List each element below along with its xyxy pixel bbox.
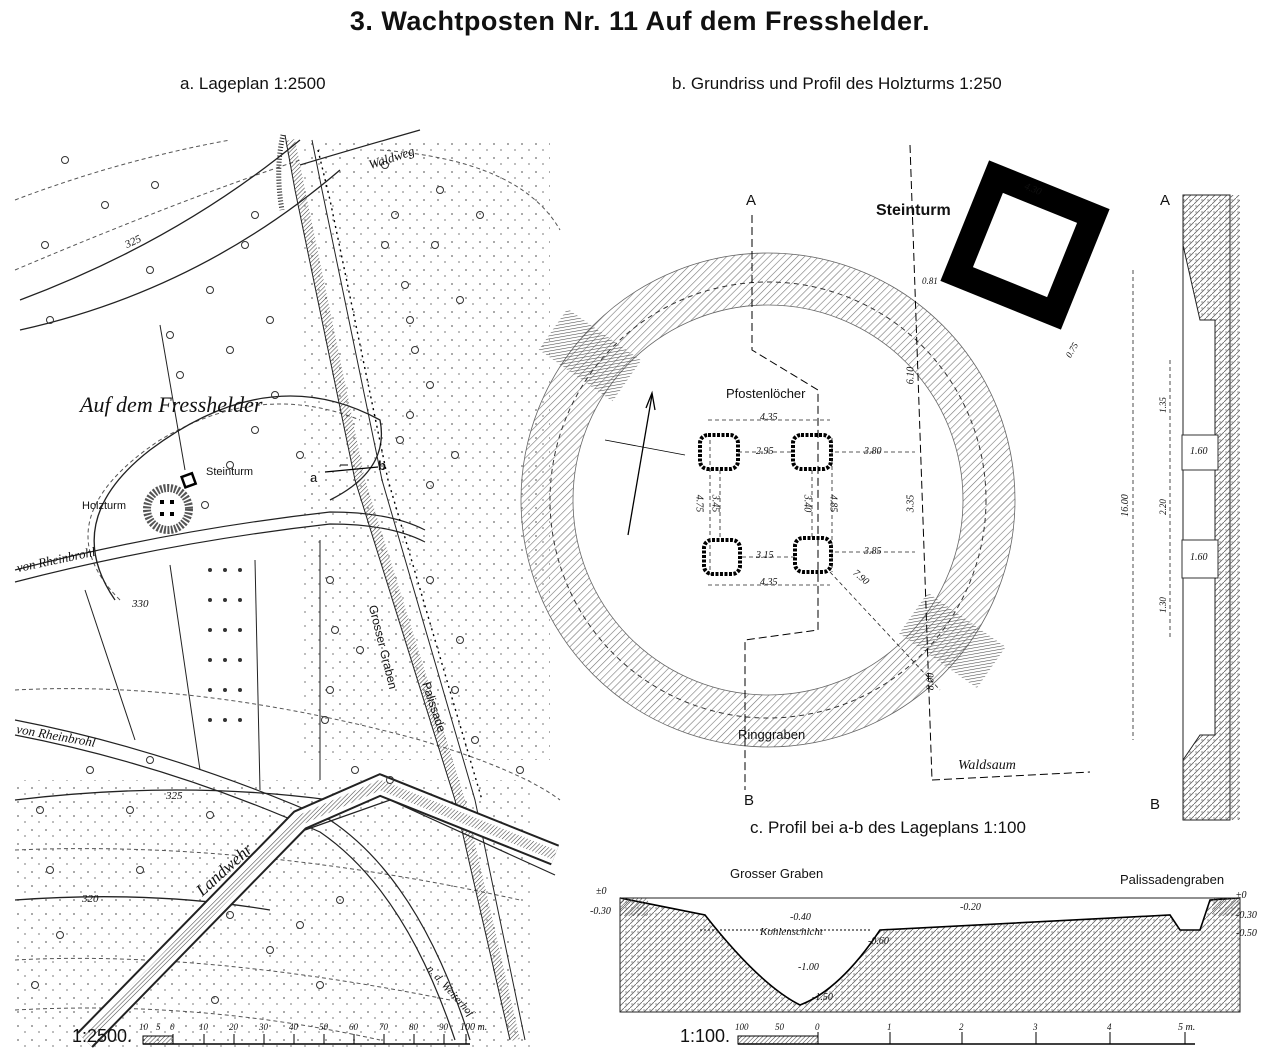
steinturm-plan-label: Steinturm [876,202,951,219]
profile-hole-1: 1.60 [1190,446,1208,457]
profile-scale-label: 1:100. [680,1026,731,1046]
waldsaum-label: Waldsaum [958,758,1016,773]
tree-symbols [31,156,524,1004]
map-scale-tick-3: 10 [199,1022,208,1032]
forest-area [300,140,550,760]
dim-r-bot: 3.85 [864,546,882,557]
steinturm-symbol [179,471,198,489]
dim-stone-wall-a: 0.81 [922,276,938,286]
dim-top: 4.35 [760,412,778,423]
depth-2: -0.60 [868,936,889,947]
profile-scale-tick-5: 3 [1033,1022,1038,1032]
ditch-profile [619,897,1241,1013]
profile-B: B [1150,796,1161,813]
map-scale-tick-12: 100 m. [460,1022,488,1033]
profile-scale-tick-4: 2 [959,1022,964,1032]
map-scale-tick-11: 90 [439,1022,448,1032]
map-scale-tick-1: 5 [156,1022,161,1032]
north-arrow [604,390,686,536]
depth-3: -1.00 [798,962,819,973]
pfostenloecher-label: Pfostenlöcher [726,386,806,401]
contour-label-2: 330 [132,598,149,610]
kohlenschicht-label: Kohlenschicht [760,926,823,938]
dimension-lines [708,419,941,691]
depth-0: -0.40 [790,912,811,923]
profile-scale-tick-3: 1 [887,1022,892,1032]
section-line-A-B [744,144,1091,790]
plate-title: 3. Wachtposten Nr. 11 Auf dem Fresshelde… [349,6,931,36]
dim-v-8: 8.00 [925,672,937,691]
dim-v-3: 3.35 [905,494,917,513]
profile-A: A [1160,192,1171,209]
map-scale-tick-10: 80 [409,1022,418,1032]
dim-h-bot: 3.15 [756,550,774,561]
profile-scale-tick-7: 5 m. [1178,1022,1196,1033]
level-right-2: -0.50 [1236,928,1257,939]
level-left-0: ±0 [596,886,607,897]
grosser-graben-ditch [276,134,526,1042]
profile-seg-2: 2.20 [1157,499,1168,515]
locality-label: Auf dem Fresshelder [80,392,263,417]
dim-inner-b: 3.40 [801,494,813,513]
panel-c-subtitle: c. Profil bei a-b des Lageplans 1:100 [750,818,1026,837]
point-b-label: b [378,458,386,473]
map-scale-tick-7: 50 [319,1022,328,1032]
contour-label-4: 320 [82,893,99,905]
profile-scale-bar [737,1032,1195,1045]
map-scale-tick-9: 70 [379,1022,388,1032]
holzturm-map-label: Holzturm [82,500,127,512]
steinturm-map-label: Steinturm [206,466,254,478]
level-right-0: ±0 [1236,890,1247,901]
dim-bottom: 4.35 [760,577,778,588]
palissadengraben-label: Palissadengraben [1120,872,1225,887]
contour-label-3: 325 [166,790,183,802]
profile-scale-tick-2: 0 [815,1022,820,1032]
profile-scale-tick-0: 100 [735,1022,749,1032]
map-scale-tick-2: 0 [170,1022,175,1032]
profile-hole-2: 1.60 [1190,552,1208,563]
vertical-profile [1132,194,1240,821]
stone-tower-plan [940,160,1110,330]
profile-total: 16.00 [1119,494,1131,517]
profile-scale-tick-1: 50 [775,1022,784,1032]
panel-b-subtitle: b. Grundriss und Profil des Holzturms 1:… [672,74,1002,93]
level-left-1: -0.30 [590,906,611,917]
map-scale-tick-0: 10 [139,1022,148,1032]
map-scale-tick-8: 60 [349,1022,358,1032]
map-scale-tick-6: 40 [289,1022,298,1032]
dim-left: 4.75 [693,494,705,513]
dim-right-v: 4.85 [827,494,839,513]
holzturm-symbol [143,484,193,534]
dim-v-6: 6.10 [905,366,917,385]
holzturm-plan [520,144,1110,790]
dim-h-top: 2.95 [756,446,774,457]
roads [14,129,471,1041]
depth-4: -1.50 [812,992,833,1003]
profile-scale-tick-6: 4 [1107,1022,1112,1032]
dim-inner-a: 3.45 [709,494,721,513]
landwehr-embankment [77,773,560,1048]
site-plan-map [12,129,561,1050]
depth-1: -0.20 [960,902,981,913]
level-right-1: -0.30 [1236,910,1257,921]
section-A-top: A [746,192,757,209]
profile-seg-3: 1.30 [1157,597,1168,613]
map-scale-bar [142,1034,470,1045]
profile-seg-1: 1.35 [1157,397,1168,413]
panel-a-subtitle: a. Lageplan 1:2500 [180,74,326,93]
map-scale-label: 1:2500. [72,1026,133,1046]
grosser-graben-profile-label: Grosser Graben [730,866,824,881]
point-a-label: a [310,470,318,485]
section-line-a-b [324,464,379,473]
ringgraben-label: Ringgraben [738,727,806,742]
ring-cuts [538,308,1006,689]
field-lines [84,324,321,791]
dim-r-top: 3.80 [864,446,882,457]
map-scale-tick-4: 20 [229,1022,238,1032]
map-scale-tick-5: 30 [259,1022,268,1032]
vineyard-symbols [208,568,242,722]
section-B-bottom: B [744,792,755,809]
